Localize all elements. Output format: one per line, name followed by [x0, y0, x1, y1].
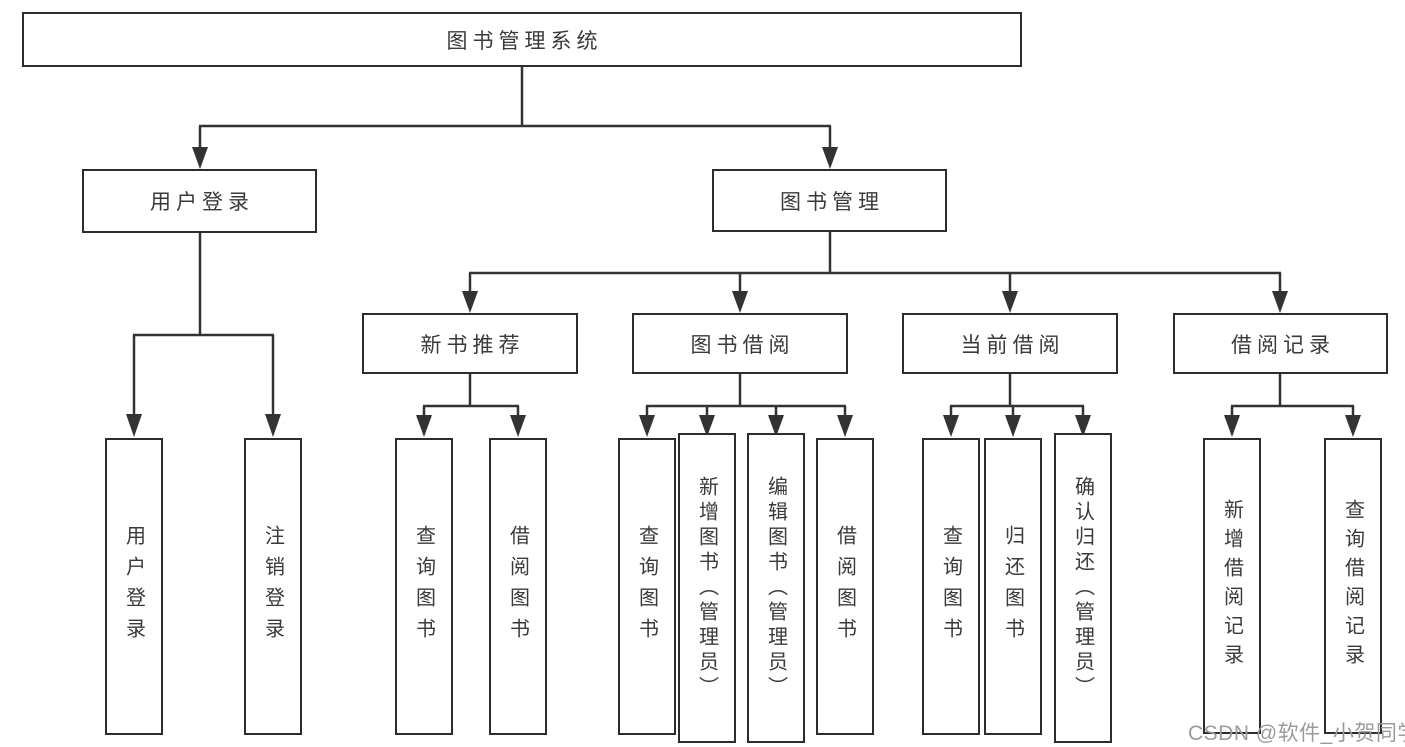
- leaf-confirm-return-admin: 确认归还（管理员）: [1054, 433, 1112, 743]
- node-current-borrowing: 当前借阅: [902, 313, 1118, 374]
- node-borrowing-records-label: 借阅记录: [1231, 333, 1335, 357]
- leaf-borrow-books-borrowing: 借阅图书: [816, 438, 874, 735]
- leaf-confirm-return-admin-label: 确认归还（管理员）: [1071, 475, 1094, 701]
- leaf-add-borrow-record: 新增借阅记录: [1203, 438, 1261, 734]
- leaf-borrow-books-borrowing-label: 借阅图书: [833, 524, 856, 649]
- leaf-query-borrow-record: 查询借阅记录: [1324, 438, 1382, 734]
- watermark: CSDN @软件_小贺同学: [1188, 722, 1405, 745]
- node-current-borrowing-label: 当前借阅: [960, 333, 1065, 357]
- leaf-edit-book-admin: 编辑图书（管理员）: [747, 433, 805, 743]
- leaf-user-login-label: 用户登录: [122, 524, 145, 649]
- node-book-management: 图书管理: [712, 169, 947, 232]
- leaf-add-book-admin-label: 新增图书（管理员）: [695, 475, 718, 701]
- leaf-query-books-recommend-label: 查询图书: [412, 524, 435, 649]
- leaf-borrow-books-recommend-label: 借阅图书: [506, 524, 529, 649]
- leaf-add-borrow-record-label: 新增借阅记录: [1220, 499, 1243, 673]
- node-book-borrowing: 图书借阅: [632, 313, 848, 374]
- leaf-add-book-admin: 新增图书（管理员）: [678, 433, 736, 743]
- leaf-query-books-borrowing: 查询图书: [618, 438, 676, 735]
- leaf-logout-label: 注销登录: [261, 524, 284, 649]
- node-book-management-label: 图书管理: [780, 190, 884, 214]
- node-user-login-label: 用户登录: [150, 191, 254, 214]
- leaf-edit-book-admin-label: 编辑图书（管理员）: [764, 475, 787, 701]
- leaf-return-books-label: 归还图书: [1001, 524, 1024, 649]
- leaf-query-books-recommend: 查询图书: [395, 438, 453, 735]
- node-borrowing-records: 借阅记录: [1173, 313, 1388, 374]
- node-new-book-recommend-label: 新书推荐: [420, 333, 525, 357]
- leaf-query-books-current-label: 查询图书: [939, 524, 962, 649]
- node-book-borrowing-label: 图书借阅: [690, 333, 795, 357]
- leaf-borrow-books-recommend: 借阅图书: [489, 438, 547, 735]
- node-root: 图书管理系统: [22, 12, 1022, 67]
- node-root-label: 图书管理系统: [446, 29, 603, 53]
- node-new-book-recommend: 新书推荐: [362, 313, 578, 374]
- node-user-login: 用户登录: [82, 169, 317, 233]
- leaf-user-login: 用户登录: [105, 438, 163, 735]
- leaf-logout: 注销登录: [244, 438, 302, 735]
- leaf-query-borrow-record-label: 查询借阅记录: [1341, 499, 1364, 673]
- leaf-query-books-current: 查询图书: [922, 438, 980, 735]
- leaf-return-books: 归还图书: [984, 438, 1042, 735]
- leaf-query-books-borrowing-label: 查询图书: [635, 524, 658, 649]
